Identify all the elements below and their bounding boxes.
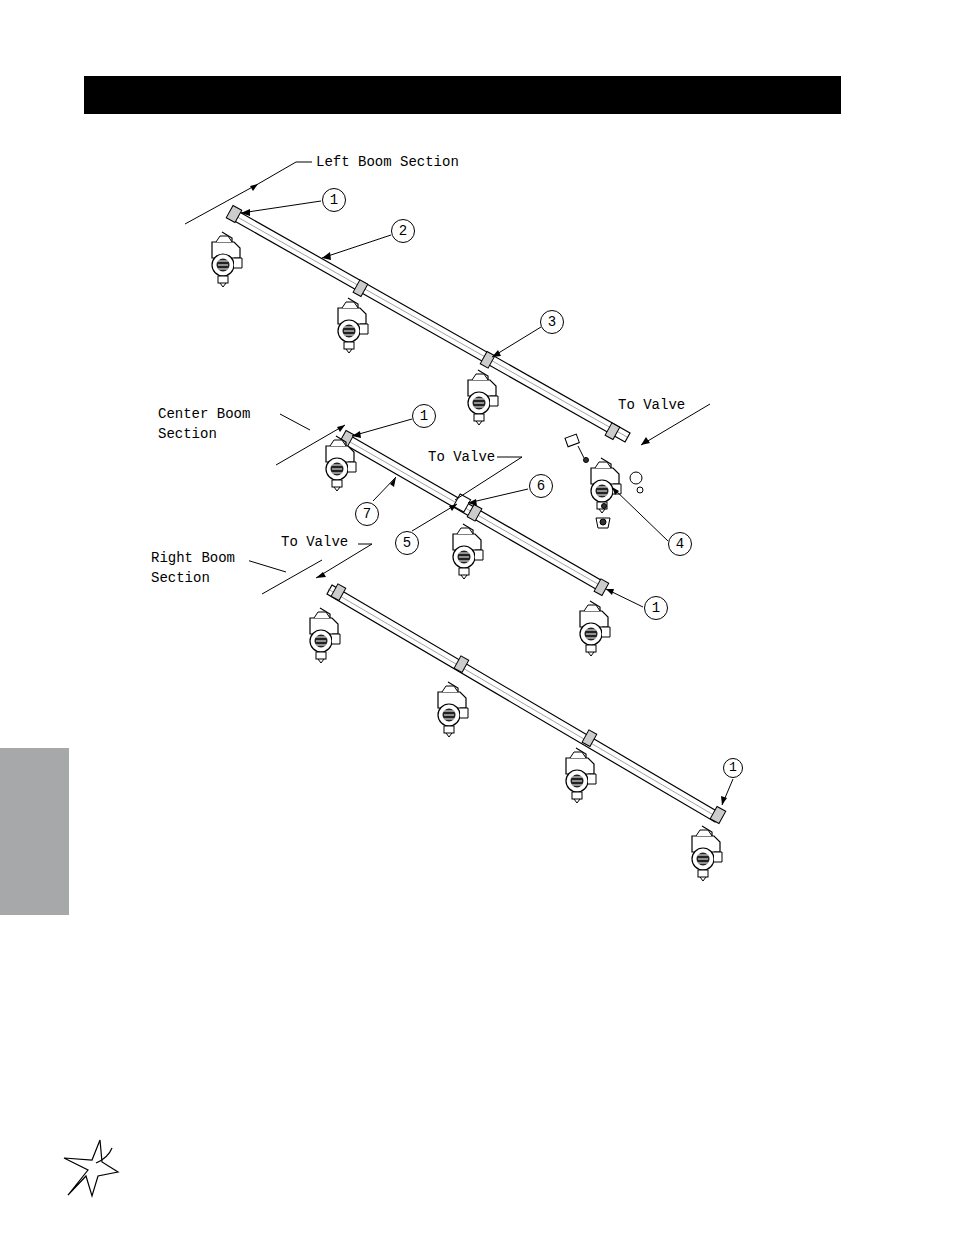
drawing-part: [467, 504, 482, 521]
drawing-part: [212, 232, 242, 287]
drawing-part: [344, 435, 606, 592]
drawing-part: [721, 796, 727, 805]
drawing-part: [710, 806, 726, 823]
callout-number: 1: [412, 404, 436, 428]
drawing-part: [345, 439, 603, 587]
section-label: Left Boom Section: [314, 152, 461, 172]
header-bar: [84, 76, 841, 114]
drawing-part: [582, 730, 597, 747]
drawing-part: [326, 436, 356, 491]
drawing-part: [602, 504, 607, 509]
boom-pipes: [231, 210, 720, 822]
callout-number: 5: [395, 531, 419, 555]
drawing-part: [468, 499, 477, 506]
drawing-part: [637, 487, 643, 493]
drawing-part: [454, 656, 469, 673]
drawing-part: [231, 210, 630, 442]
drawing-part: [580, 601, 610, 656]
drawing-part: [438, 682, 468, 737]
drawing-part: [322, 235, 391, 258]
exploded-parts: [565, 434, 643, 528]
callout-number: 6: [529, 474, 553, 498]
drawing-part: [606, 589, 614, 595]
drawing-part: [250, 184, 258, 191]
drawing-part: [468, 489, 528, 503]
drawing-part: [606, 589, 643, 607]
drawing-part: [612, 487, 668, 541]
drawing-part: [596, 518, 610, 528]
section-label: Right Boom Section: [149, 548, 249, 588]
drawing-part: [578, 446, 584, 458]
drawing-part: [352, 431, 361, 438]
drawing-part: [630, 472, 642, 484]
drawing-part: [412, 504, 457, 531]
drawing-part: [96, 1148, 112, 1163]
drawing-part: [262, 560, 322, 594]
drawing-part: [591, 458, 621, 513]
drawing-part: [352, 419, 412, 436]
drawing-part: [584, 458, 589, 463]
company-logo: [64, 1140, 118, 1196]
couplings: [226, 205, 726, 823]
drawing-part: [612, 487, 619, 495]
drawing-part: [310, 608, 340, 663]
callout-number: 3: [540, 310, 564, 334]
drawing-part: [322, 252, 331, 260]
drawing-part: [480, 351, 495, 368]
drawing-part: [258, 162, 312, 184]
drawing-part: [390, 477, 396, 487]
drawing-part: [492, 327, 541, 357]
drawing-part: [353, 280, 368, 297]
section-label: Center Boom Section: [156, 404, 256, 444]
drawing-part: [276, 425, 345, 465]
drawing-part: [64, 1140, 118, 1196]
drawing-part: [722, 779, 733, 805]
arrowheads: [241, 184, 727, 805]
drawing-part: [449, 504, 457, 511]
callout-number: 2: [391, 219, 415, 243]
drawing-part: [316, 572, 326, 578]
drawing-part: [337, 425, 345, 432]
leader-lines: [185, 162, 733, 805]
drawing-part: [641, 437, 650, 445]
drawing-part: [600, 519, 606, 525]
drawing-part: [327, 585, 720, 822]
section-label: To Valve: [279, 532, 350, 552]
callout-number: 4: [668, 532, 692, 556]
section-label: To Valve: [426, 447, 497, 467]
drawing-part: [692, 826, 722, 881]
drawing-part: [241, 201, 321, 213]
side-tab: [0, 748, 69, 915]
drawing-part: [453, 524, 483, 579]
drawing-part: [565, 434, 579, 447]
callout-number: 1: [723, 758, 743, 778]
drawing-part: [280, 414, 310, 430]
drawing-part: [232, 214, 627, 437]
callout-number: 7: [355, 502, 379, 526]
drawing-part: [492, 350, 501, 357]
drawing-part: [605, 423, 620, 440]
drawing-part: [468, 370, 498, 425]
callout-number: 1: [322, 188, 346, 212]
nozzles: [212, 232, 722, 881]
drawing-part: [338, 298, 368, 353]
drawing-part: [566, 748, 596, 803]
drawing-part: [185, 184, 258, 224]
section-label: To Valve: [616, 395, 687, 415]
drawing-part: [226, 205, 242, 222]
drawing-part: [328, 589, 717, 817]
callout-number: 1: [644, 596, 668, 620]
drawing-part: [331, 584, 346, 601]
drawing-part: [241, 209, 250, 216]
drawing-part: [373, 477, 396, 501]
drawing-part: [594, 579, 609, 596]
